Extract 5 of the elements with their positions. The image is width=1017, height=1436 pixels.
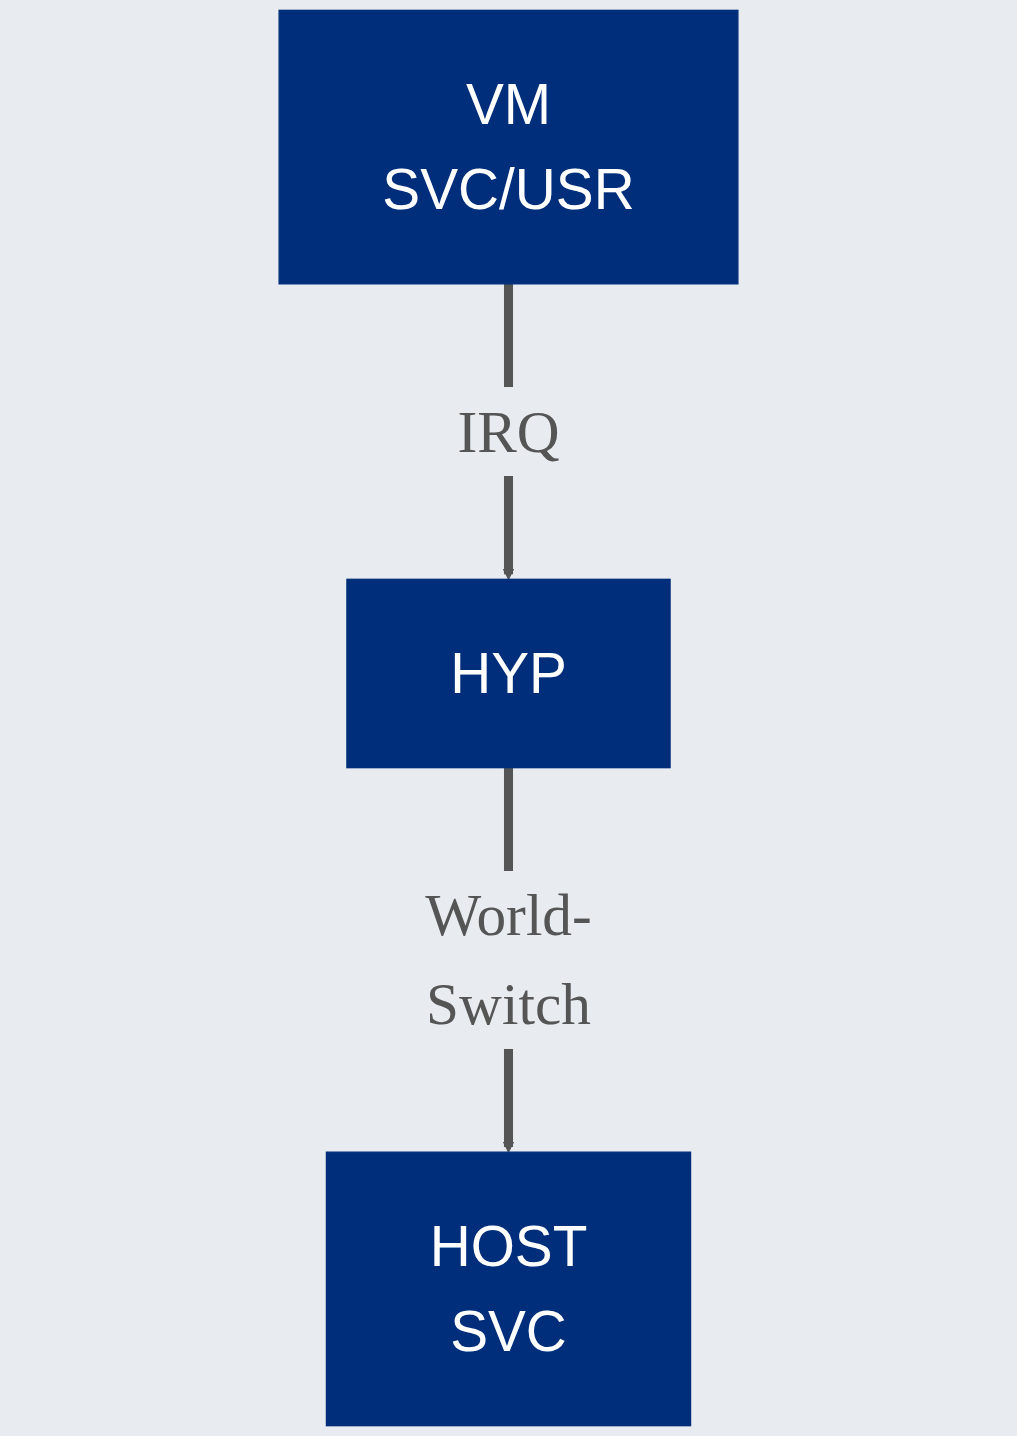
edge-label: IRQ — [457, 398, 560, 465]
node-box: HYP — [346, 578, 671, 769]
edge-label: World-Switch — [425, 882, 592, 1038]
node-box: VM SVC/USR — [278, 9, 739, 285]
node-box: HOST SVC — [325, 1151, 692, 1427]
